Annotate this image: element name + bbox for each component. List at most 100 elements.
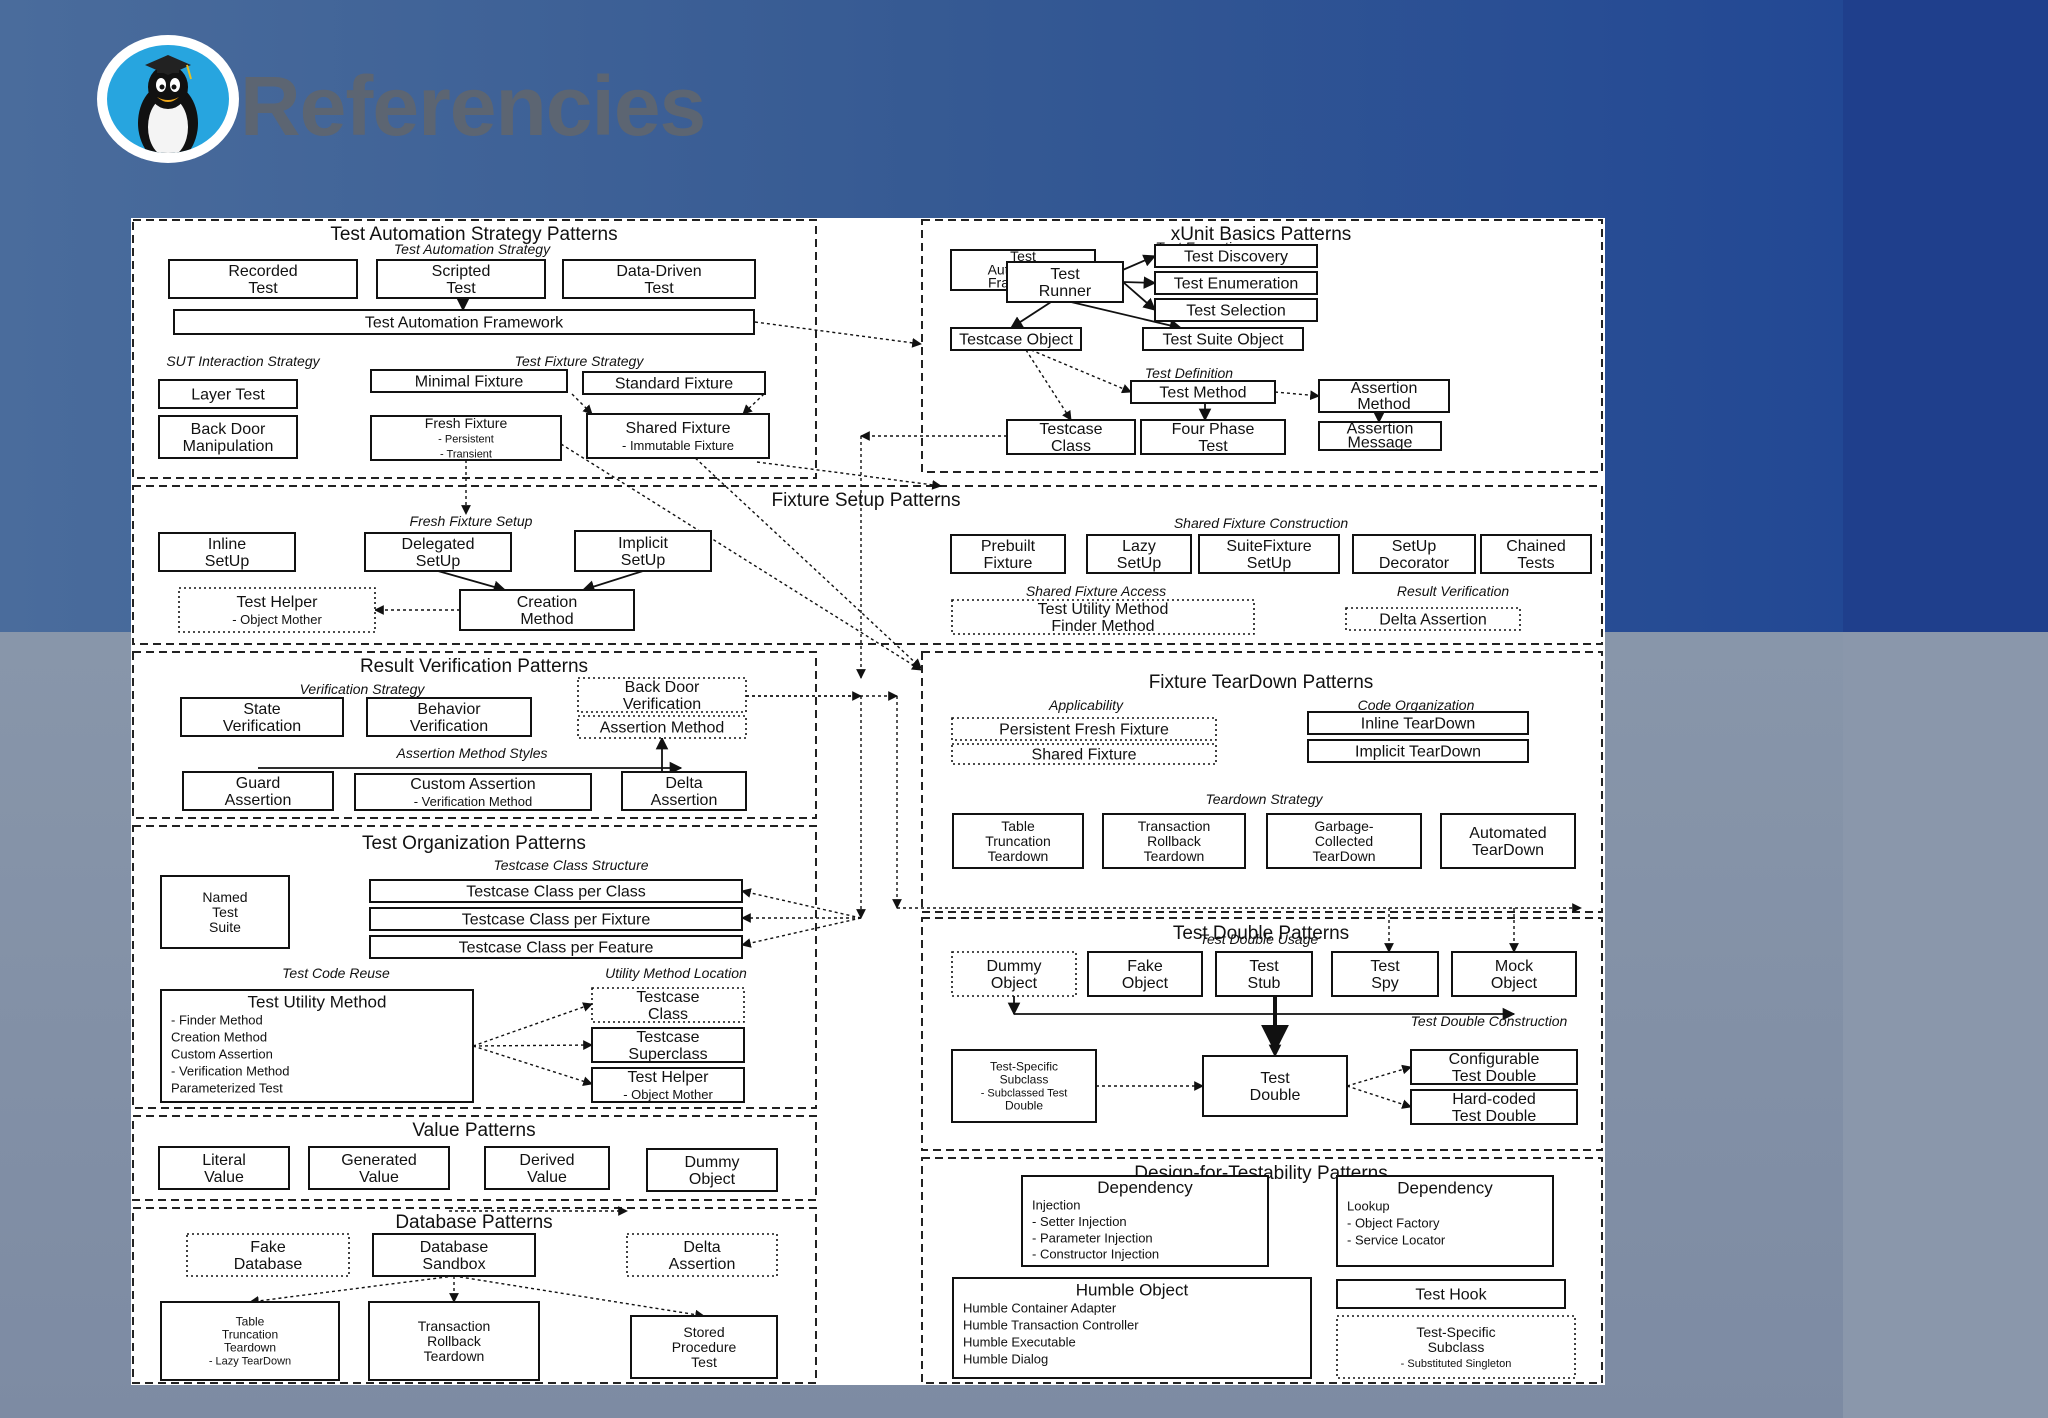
pattern-box: Layer Test (158, 379, 298, 409)
pattern-box-text: Fresh Fixture (425, 415, 508, 431)
pattern-box-text: Assertion (651, 792, 718, 809)
pattern-box-text: Testcase (636, 1029, 699, 1046)
subheading: Code Organization (1358, 697, 1475, 713)
pattern-box-frame (562, 259, 756, 299)
pattern-box-frame (1345, 607, 1521, 631)
connector-line (1274, 390, 1320, 401)
pattern-box-text: TearDown (1312, 848, 1375, 864)
pattern-box-text: Rollback (427, 1333, 482, 1349)
pattern-box-text: - Immutable Fixture (622, 438, 734, 453)
pattern-box-text: Testcase Class per Fixture (462, 911, 651, 928)
pattern-box-frame (1440, 813, 1576, 869)
pattern-box-text: Teardown (224, 1341, 276, 1355)
pattern-box-text: - Setter Injection (1032, 1214, 1127, 1229)
section-frame-fsp (132, 485, 1603, 645)
pattern-box-text: Test (1249, 958, 1279, 975)
pattern-box-text: Testcase Class per Class (466, 883, 646, 900)
pattern-box-text: Spy (1371, 975, 1399, 992)
pattern-box-text: Transaction (418, 1318, 491, 1334)
pattern-box-frame (591, 1027, 745, 1063)
pattern-box-frame (178, 587, 376, 633)
pattern-box-frame (484, 1146, 610, 1190)
pattern-box-frame (354, 773, 592, 811)
pattern-box-text: Test (1050, 266, 1080, 283)
pattern-box: Test Helper- Object Mother (591, 1067, 745, 1103)
pattern-box-text: Assertion (669, 1256, 736, 1273)
pattern-box-text: Data-Driven (616, 263, 701, 280)
pattern-box-frame (1266, 813, 1422, 869)
pattern-box-text: Test (248, 280, 278, 297)
subheading: Test Double Usage (1200, 931, 1319, 947)
pattern-box: Test Helper- Object Mother (178, 587, 376, 633)
pattern-box-frame (1336, 1279, 1566, 1309)
pattern-box-text: Value (527, 1169, 567, 1186)
pattern-box-text: Test (1260, 1070, 1290, 1087)
pattern-box-text: Test Discovery (1184, 248, 1288, 265)
pattern-box-text: Stub (1248, 975, 1281, 992)
pattern-box-text: Test-Specific (1416, 1324, 1495, 1340)
pattern-box-text: - Parameter Injection (1032, 1230, 1153, 1245)
pattern-box-frame (591, 1067, 745, 1103)
pattern-box-text: Test Helper (237, 594, 319, 611)
pattern-box-text: Class (1051, 438, 1091, 455)
pattern-box-frame (370, 369, 568, 393)
connector-line (472, 1040, 593, 1050)
pattern-box-text: Test Selection (1186, 302, 1286, 319)
section-frame-dfp (921, 1157, 1603, 1384)
pattern-box-text: Humble Dialog (963, 1352, 1048, 1367)
pattern-box-frame (951, 717, 1217, 741)
pattern-box-text: Test Double (1452, 1108, 1537, 1125)
pattern-box-text: Testcase (1039, 421, 1102, 438)
pattern-box-text: Humble Container Adapter (963, 1301, 1117, 1316)
connector-line (1346, 1085, 1412, 1109)
connector-line (741, 917, 862, 948)
connector-line (453, 1275, 705, 1320)
pattern-box-text: - Service Locator (1347, 1233, 1446, 1248)
pattern-box-frame (369, 935, 743, 959)
pattern-box-text: Lookup (1347, 1199, 1390, 1214)
pattern-box-frame (158, 415, 298, 459)
pattern-box-frame (1198, 534, 1340, 574)
pattern-box-frame (369, 879, 743, 903)
pattern-box-text: Shared Fixture (626, 420, 731, 437)
pattern-box-text: Guard (236, 775, 280, 792)
pattern-box-text: Object (1122, 975, 1169, 992)
pattern-box-text: Hard-coded (1452, 1091, 1536, 1108)
pattern-box-text: Verification (410, 718, 488, 735)
pattern-box: Implicit TearDown (1307, 739, 1529, 763)
pattern-box-text: Class (648, 1006, 688, 1023)
pattern-box-frame (364, 532, 512, 572)
background-right-bottom (1843, 632, 2048, 1418)
pattern-box-text: State (243, 701, 280, 718)
pattern-box-text: - Verification Method (414, 794, 533, 809)
pattern-box-text: Configurable (1449, 1051, 1540, 1068)
section-frame-vp (132, 1115, 817, 1201)
pattern-box-text: Collected (1315, 833, 1373, 849)
subheading: Test Definition (1145, 365, 1233, 381)
pattern-box-frame (1021, 1175, 1269, 1267)
pattern-box-text: Test Double (1452, 1068, 1537, 1085)
pattern-box-text: Layer Test (191, 386, 265, 403)
pattern-box-text: Decorator (1379, 555, 1450, 572)
pattern-box-text: Recorded (228, 263, 297, 280)
pattern-box-text: Test Utility Method (248, 993, 387, 1012)
pattern-box-frame (370, 415, 562, 461)
pattern-box-frame (1318, 421, 1442, 451)
pattern-box: Testcase Class per Fixture (369, 907, 743, 931)
pattern-box-text: Database (234, 1256, 303, 1273)
pattern-box-text: Four Phase (1172, 421, 1255, 438)
connector-line (1009, 301, 1052, 329)
